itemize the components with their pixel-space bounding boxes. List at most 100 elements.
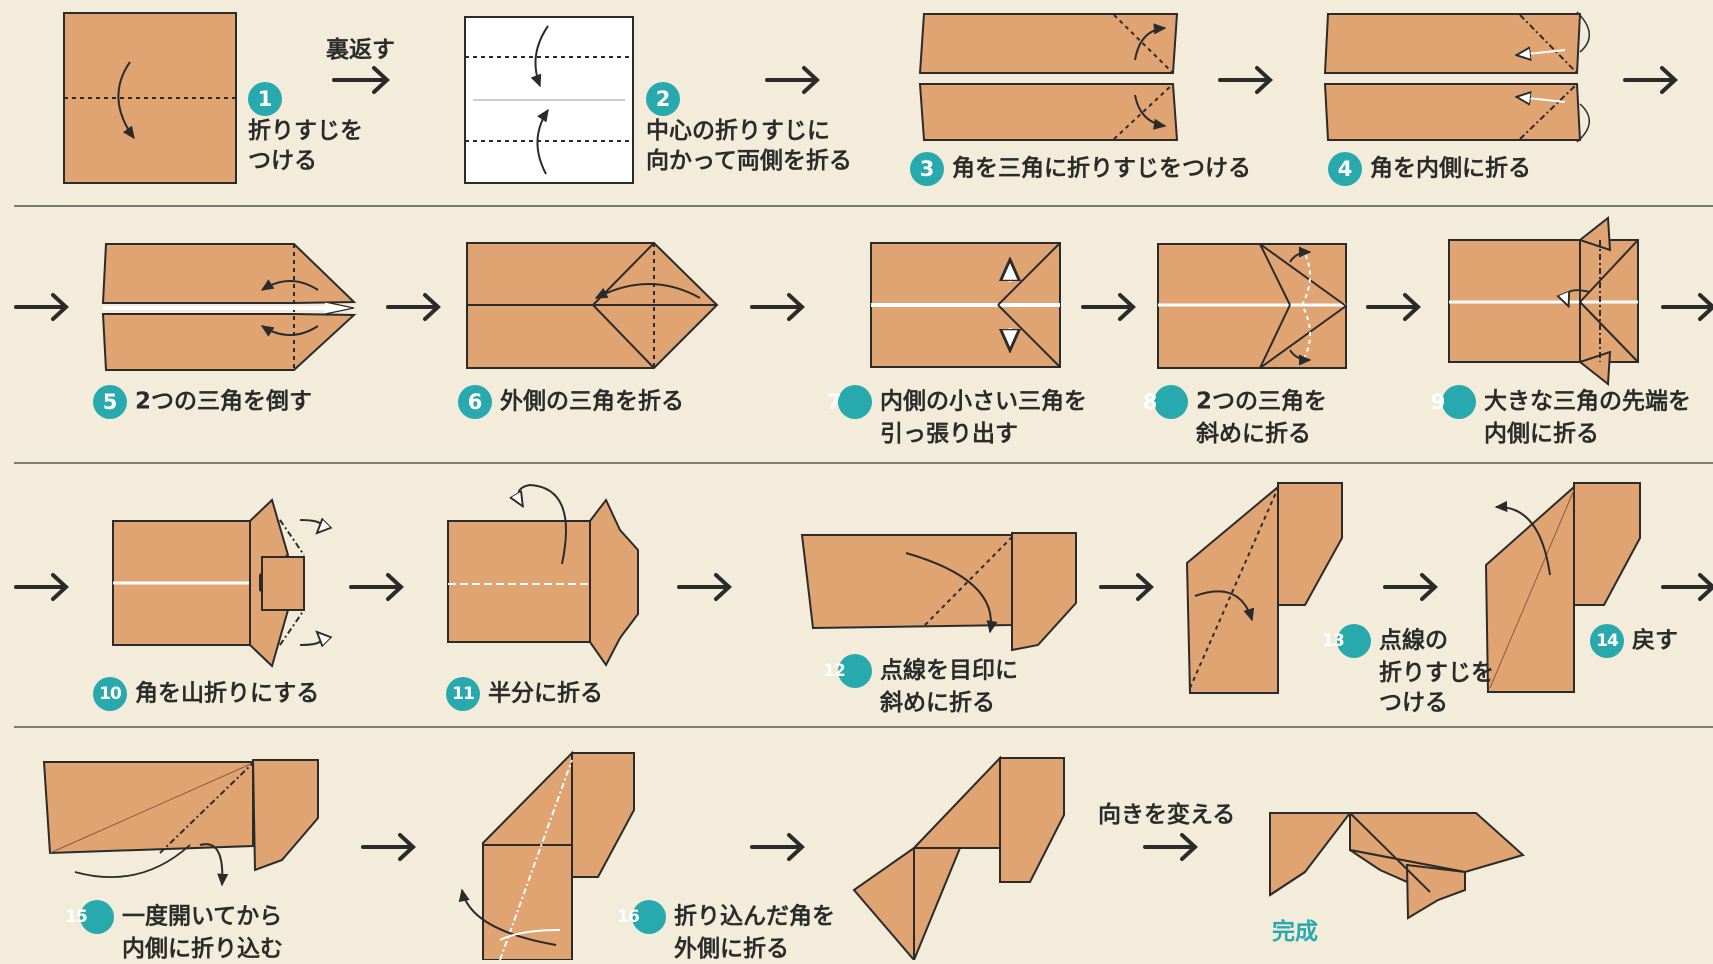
step-16-line-1: 折り込んだ角を bbox=[674, 903, 835, 930]
arrow-14 bbox=[1099, 573, 1154, 601]
step-12-number: 12 bbox=[823, 654, 872, 688]
step-12-label: 12 点線を目印に 斜めに折る bbox=[823, 654, 1018, 718]
step-8-number: 8 bbox=[1143, 385, 1188, 419]
step-10-number: 10 bbox=[93, 677, 127, 711]
arrow-11 bbox=[14, 573, 69, 601]
step-2-figure bbox=[464, 16, 634, 184]
step-1-line-1: 折りすじを bbox=[248, 118, 363, 144]
step-12-line-1: 点線を目印に bbox=[880, 657, 1018, 684]
step-16-line-2: 外側に折る bbox=[674, 936, 789, 962]
step-2-line-1: 中心の折りすじに bbox=[646, 118, 830, 144]
step-13-figure bbox=[1185, 482, 1343, 694]
step-1-figure bbox=[63, 12, 237, 184]
arrow-6 bbox=[386, 293, 441, 321]
flip-label: 裏返す bbox=[326, 37, 395, 63]
step-9-line-1: 大きな三角の先端を bbox=[1484, 388, 1691, 415]
step-15-line-2: 内側に折り込む bbox=[122, 936, 283, 962]
step-1-label: 1 折りすじを つける bbox=[248, 82, 363, 176]
step-14-figure bbox=[1484, 482, 1641, 693]
step-3-line-1: 角を三角に折りすじをつける bbox=[952, 155, 1251, 182]
step-6-number: 6 bbox=[458, 385, 492, 419]
step-1-line-2: つける bbox=[248, 148, 317, 174]
step-2-number: 2 bbox=[646, 82, 680, 116]
step-8-line-1: 2つの三角を bbox=[1196, 388, 1328, 415]
step-4-label: 4 角を内側に折る bbox=[1328, 152, 1531, 186]
step-arrows bbox=[14, 66, 1713, 861]
finished-figure bbox=[1269, 812, 1526, 920]
step-11-number: 11 bbox=[446, 677, 480, 711]
step-15-number: 15 bbox=[65, 900, 114, 934]
step-14-line-1: 戻す bbox=[1632, 627, 1678, 654]
step-6-line-1: 外側の三角を折る bbox=[500, 388, 684, 415]
arrow-19 bbox=[1143, 833, 1198, 861]
step-16-figure bbox=[458, 750, 635, 960]
complete-label: 完成 bbox=[1272, 919, 1318, 945]
step-4-figure bbox=[1323, 11, 1590, 143]
arrow-7 bbox=[750, 293, 805, 321]
step-4-number: 4 bbox=[1328, 152, 1362, 186]
step-13-line-2: 折りすじを bbox=[1379, 660, 1494, 686]
arrow-12 bbox=[349, 573, 404, 601]
arrow-3 bbox=[1218, 66, 1273, 94]
step-6-label: 6 外側の三角を折る bbox=[458, 385, 684, 419]
step-9-line-2: 内側に折る bbox=[1484, 421, 1599, 447]
step-4-line-1: 角を内側に折る bbox=[1370, 155, 1531, 182]
step-10-label: 10 角を山折りにする bbox=[93, 677, 319, 711]
step-13-line-3: つける bbox=[1379, 690, 1448, 716]
step-3-number: 3 bbox=[910, 152, 944, 186]
step-9-label: 9 大きな三角の先端を 内側に折る bbox=[1431, 385, 1691, 449]
step-11-line-1: 半分に折る bbox=[488, 680, 603, 707]
step-8-figure bbox=[1157, 243, 1347, 369]
arrow-13 bbox=[677, 573, 732, 601]
step-2-line-2: 向かって両側を折る bbox=[646, 148, 852, 174]
step-7-line-2: 引っ張り出す bbox=[880, 421, 1018, 447]
step-15-label: 15 一度開いてから 内側に折り込む bbox=[65, 900, 283, 964]
step-12-figure bbox=[800, 532, 1077, 652]
step-13-line-1: 点線の bbox=[1379, 627, 1448, 654]
step-2-label: 2 中心の折りすじに 向かって両側を折る bbox=[646, 82, 852, 176]
step-11-label: 11 半分に折る bbox=[446, 677, 603, 711]
arrow-17 bbox=[361, 833, 416, 861]
step-13-label: 13 点線の 折りすじを つける bbox=[1322, 624, 1494, 718]
step-12-line-2: 斜めに折る bbox=[880, 690, 995, 716]
step-7-figure bbox=[870, 242, 1061, 368]
arrow-1 bbox=[332, 66, 390, 94]
arrow-4 bbox=[1623, 66, 1678, 94]
step-17-figure bbox=[852, 755, 1065, 960]
step-10-figure bbox=[112, 498, 321, 668]
step-15-figure bbox=[42, 759, 319, 887]
arrow-16 bbox=[1661, 573, 1713, 601]
step-14-label: 14 戻す bbox=[1590, 624, 1678, 658]
arrow-5 bbox=[14, 293, 69, 321]
step-9-number: 9 bbox=[1431, 385, 1476, 419]
step-3-figure bbox=[918, 13, 1179, 141]
step-13-number: 13 bbox=[1322, 624, 1371, 658]
step-1-number: 1 bbox=[248, 82, 282, 116]
step-11-figure bbox=[447, 483, 639, 667]
step-5-line-1: 2つの三角を倒す bbox=[135, 388, 313, 415]
arrow-2 bbox=[765, 66, 820, 94]
arrow-10 bbox=[1661, 293, 1713, 321]
arrow-9 bbox=[1366, 293, 1421, 321]
step-3-label: 3 角を三角に折りすじをつける bbox=[910, 152, 1251, 186]
arrow-15 bbox=[1383, 573, 1438, 601]
step-16-number: 16 bbox=[617, 900, 666, 934]
step-8-label: 8 2つの三角を 斜めに折る bbox=[1143, 385, 1328, 449]
step-5-number: 5 bbox=[93, 385, 127, 419]
step-6-figure bbox=[466, 242, 719, 369]
step-5-label: 5 2つの三角を倒す bbox=[93, 385, 312, 419]
arrow-8 bbox=[1081, 293, 1136, 321]
step-7-number: 7 bbox=[827, 385, 872, 419]
step-16-label: 16 折り込んだ角を 外側に折る bbox=[617, 900, 835, 964]
step-5-figure bbox=[101, 243, 357, 371]
step-15-line-1: 一度開いてから bbox=[122, 903, 283, 930]
row-dividers bbox=[14, 205, 1713, 728]
step-7-label: 7 内側の小さい三角を 引っ張り出す bbox=[827, 385, 1087, 449]
step-9-figure bbox=[1448, 216, 1639, 386]
step-8-line-2: 斜めに折る bbox=[1196, 421, 1311, 447]
step-7-line-1: 内側の小さい三角を bbox=[880, 388, 1087, 415]
step-10-line-1: 角を山折りにする bbox=[135, 680, 320, 707]
step-14-number: 14 bbox=[1590, 624, 1624, 658]
arrow-18 bbox=[750, 833, 805, 861]
